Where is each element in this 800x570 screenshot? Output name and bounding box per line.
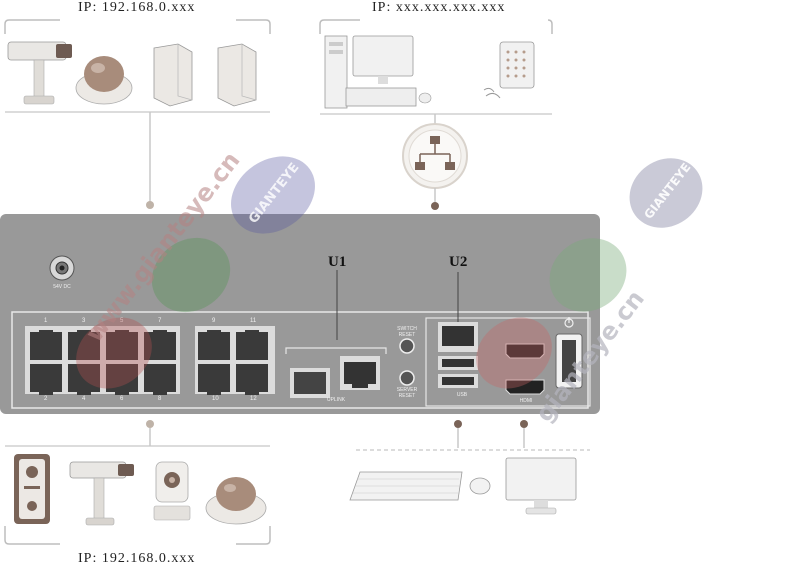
port-number: 8	[158, 396, 162, 402]
power-label: 54V DC	[53, 284, 71, 290]
rj45-port	[106, 364, 138, 395]
usb-port-icon	[442, 377, 474, 385]
cube-camera-icon	[153, 461, 191, 521]
hdmi-label: HDMI	[519, 398, 533, 404]
port-number: 2	[44, 396, 48, 402]
port-number: 11	[250, 318, 257, 324]
rj45-port	[198, 364, 230, 395]
uplink-port-icon	[442, 326, 474, 346]
port-number: 4	[82, 396, 86, 402]
ip-top-left: IP: 192.168.0.xxx	[78, 0, 196, 15]
rj45-port	[144, 330, 176, 360]
dome-camera-icon	[75, 56, 133, 105]
network-switch-icon	[402, 114, 468, 210]
hdmi-port-icon	[505, 343, 545, 395]
power-switch-icon	[555, 317, 583, 389]
server-reset-icon	[399, 370, 415, 386]
box-camera-icon	[217, 43, 257, 107]
port-number: 6	[120, 396, 124, 402]
rj45-port	[68, 330, 100, 360]
rj45-port	[30, 364, 62, 395]
rj45-port	[30, 330, 62, 360]
port-number: 1	[44, 318, 48, 324]
tablet-icon	[483, 41, 535, 99]
rj45-port-icon	[344, 362, 376, 388]
usb-port-icon	[442, 359, 474, 367]
u1-label: U1	[328, 254, 347, 270]
box-camera-icon	[153, 43, 193, 107]
door-station-icon	[14, 454, 50, 524]
port-number: 9	[212, 318, 216, 324]
port-number: 12	[250, 396, 257, 402]
port-number: 7	[158, 318, 162, 324]
switch-reset-label: SWITCH RESET	[397, 326, 417, 338]
rj45-port	[106, 330, 138, 360]
port-number: 10	[212, 396, 219, 402]
rj45-port	[68, 364, 100, 395]
desktop-computer-icon	[324, 35, 432, 109]
bullet-camera-icon	[69, 461, 134, 526]
ip-bottom: IP: 192.168.0.xxx	[78, 551, 196, 566]
keyboard-icon	[349, 471, 491, 501]
usb-label: USB	[456, 392, 468, 398]
power-connector-icon	[49, 255, 75, 281]
bullet-camera-icon	[7, 41, 72, 105]
rj45-port	[198, 330, 230, 360]
port-number: 5	[120, 318, 124, 324]
rj45-port	[144, 364, 176, 395]
ip-top-right: IP: xxx.xxx.xxx.xxx	[372, 0, 506, 15]
monitor-icon	[505, 457, 577, 515]
server-reset-label: SERVER RESET	[396, 387, 418, 399]
switch-reset-icon	[399, 338, 415, 354]
uplink-label: UPLINK	[326, 397, 346, 403]
dome-camera-icon	[205, 477, 267, 525]
port-number: 3	[82, 318, 86, 324]
rj45-port	[236, 364, 268, 395]
u2-label: U2	[449, 254, 468, 270]
rj45-port	[236, 330, 268, 360]
